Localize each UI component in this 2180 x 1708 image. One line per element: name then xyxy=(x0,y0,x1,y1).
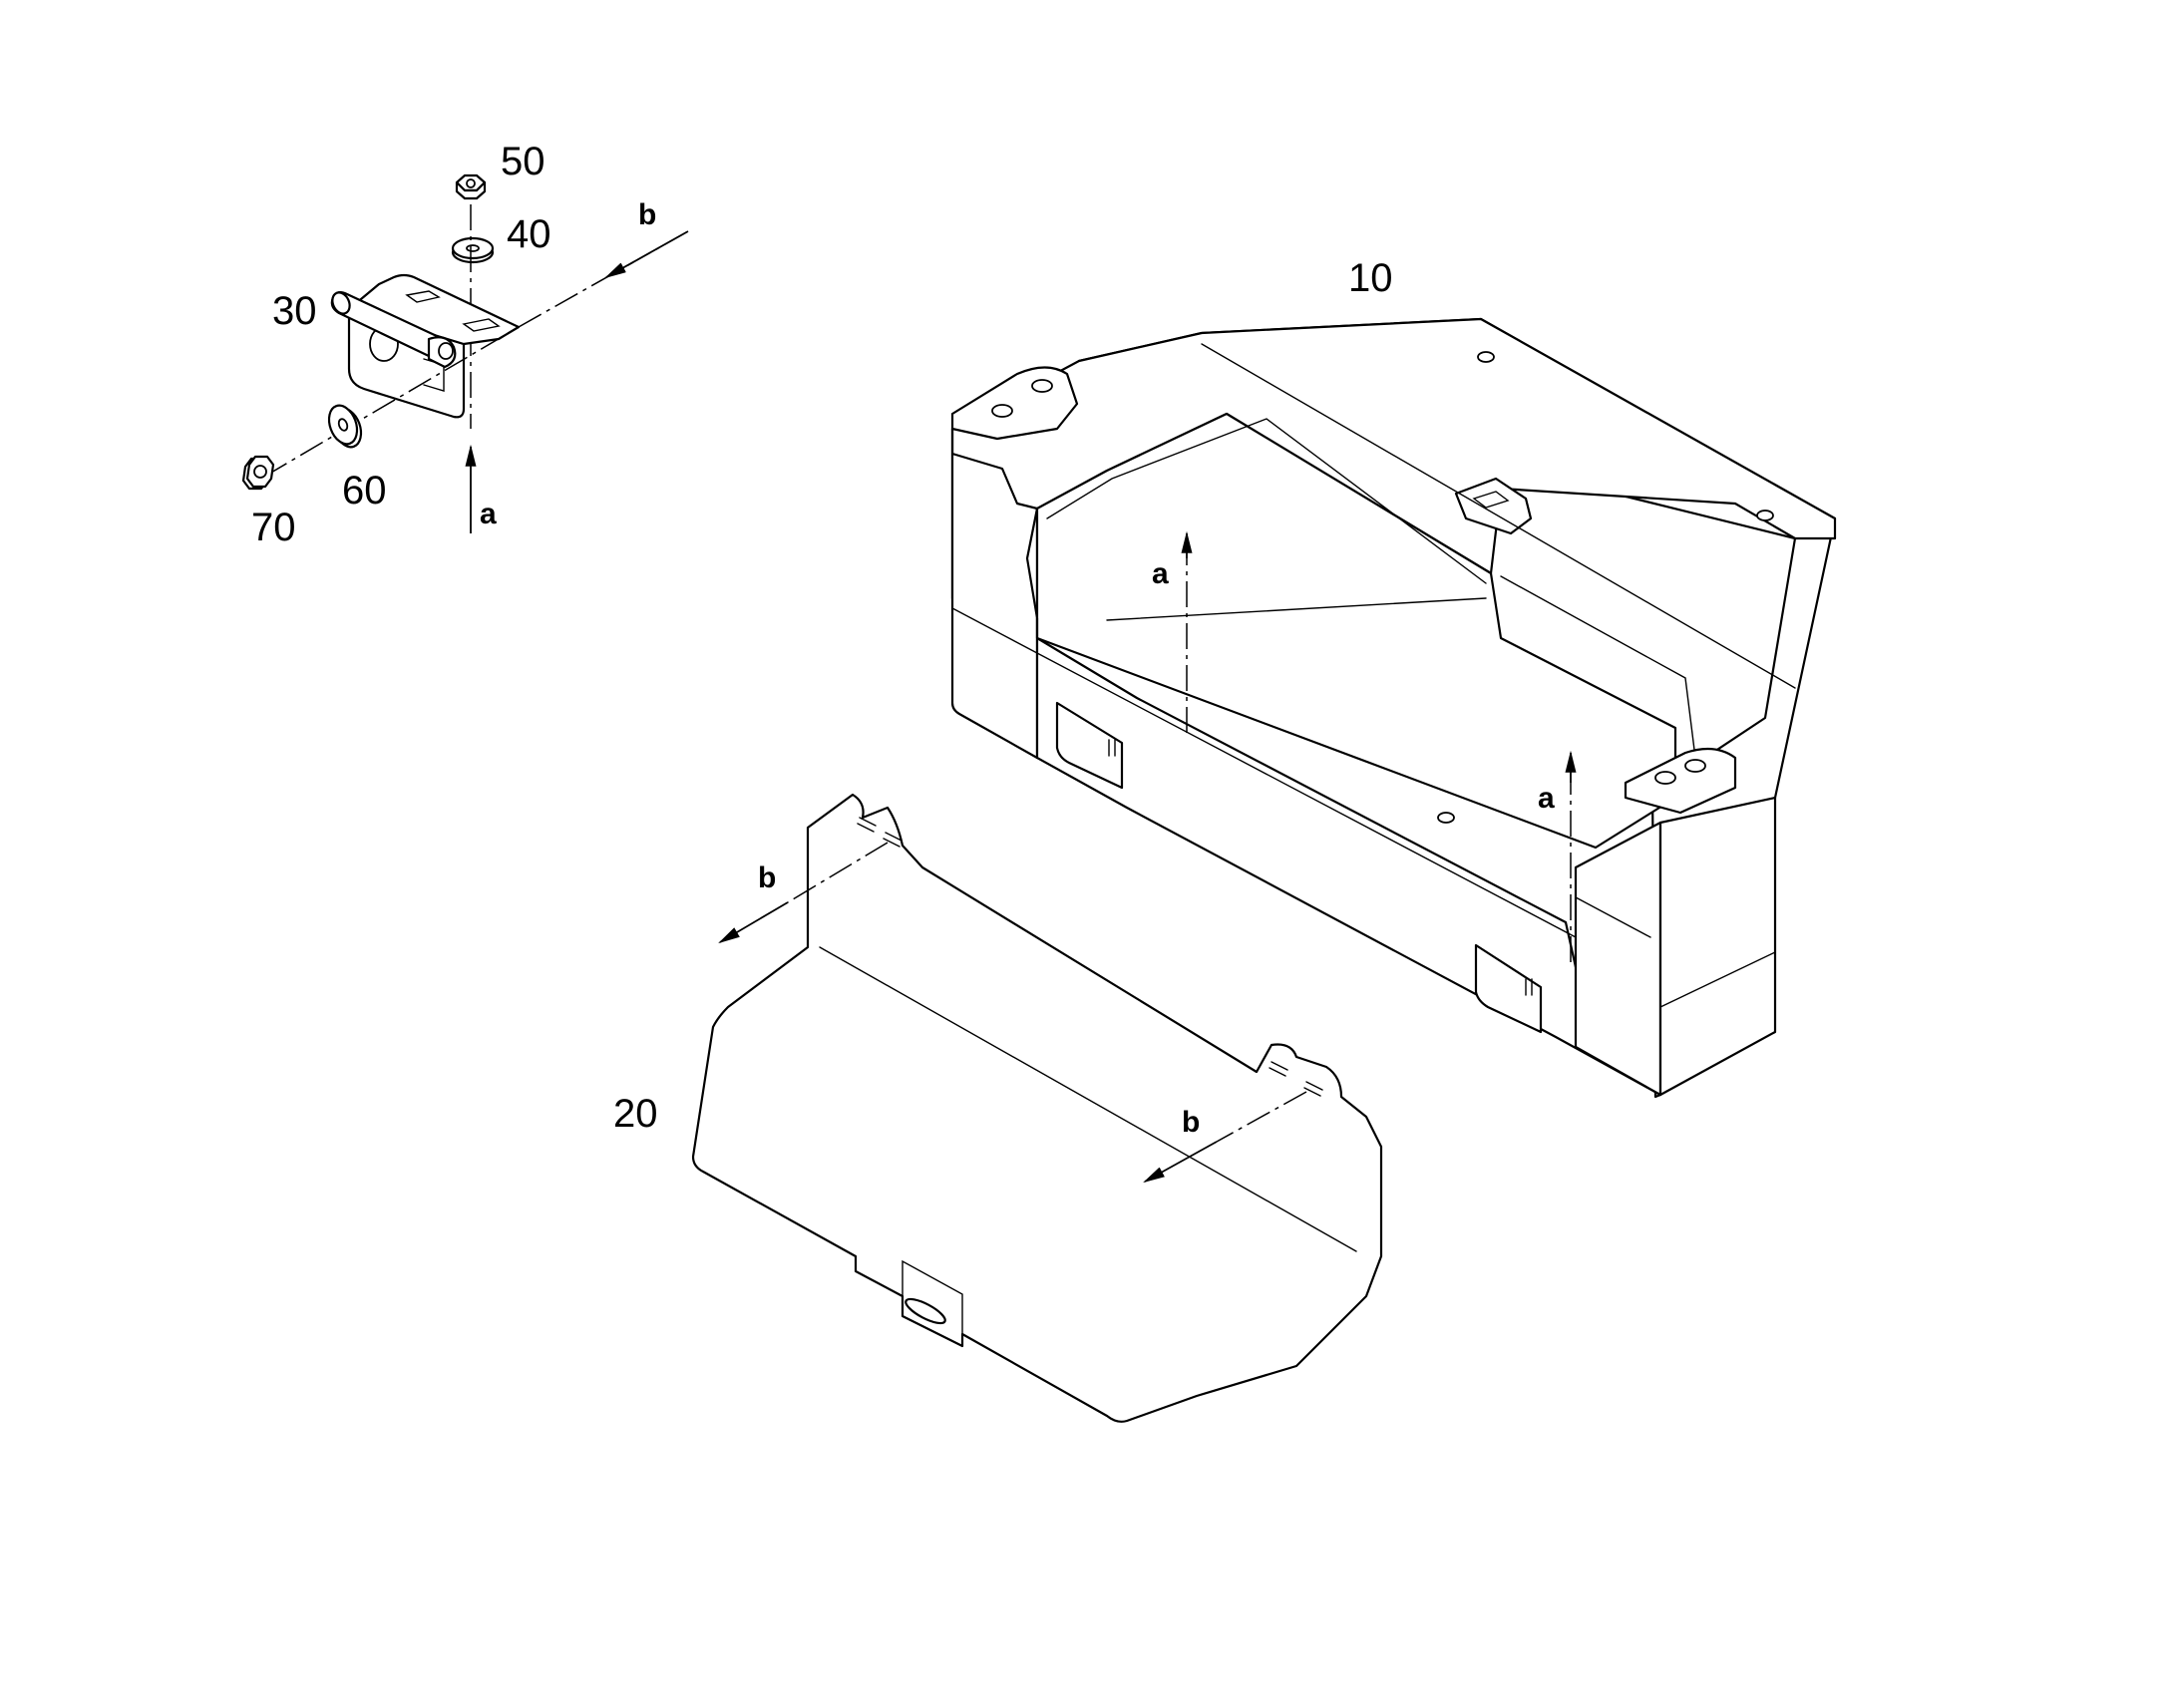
washer-40 xyxy=(451,236,495,264)
callout-30: 30 xyxy=(272,289,317,333)
hinge-assembly xyxy=(241,173,689,533)
callout-50: 50 xyxy=(501,140,545,183)
stud-pair-right xyxy=(1269,1061,1323,1097)
callout-70: 70 xyxy=(251,506,296,549)
direction-mark-b: b xyxy=(1182,1106,1200,1139)
callout-60: 60 xyxy=(342,469,387,512)
direction-mark-a: a xyxy=(480,498,497,530)
hinge-bracket-30 xyxy=(330,273,521,419)
callout-20: 20 xyxy=(613,1092,658,1136)
direction-mark-b: b xyxy=(638,198,656,231)
tray-box-10 xyxy=(950,317,1837,1099)
washer-60 xyxy=(327,404,363,449)
callout-10: 10 xyxy=(1348,256,1393,300)
stud-pair-left xyxy=(857,817,903,848)
nut-50 xyxy=(455,173,487,200)
direction-mark-a: a xyxy=(1538,782,1555,815)
direction-mark-a: a xyxy=(1152,557,1169,590)
nut-70 xyxy=(241,455,275,491)
callout-40: 40 xyxy=(507,212,551,256)
cover-plate-20 xyxy=(691,793,1383,1423)
direction-mark-b: b xyxy=(758,861,776,894)
